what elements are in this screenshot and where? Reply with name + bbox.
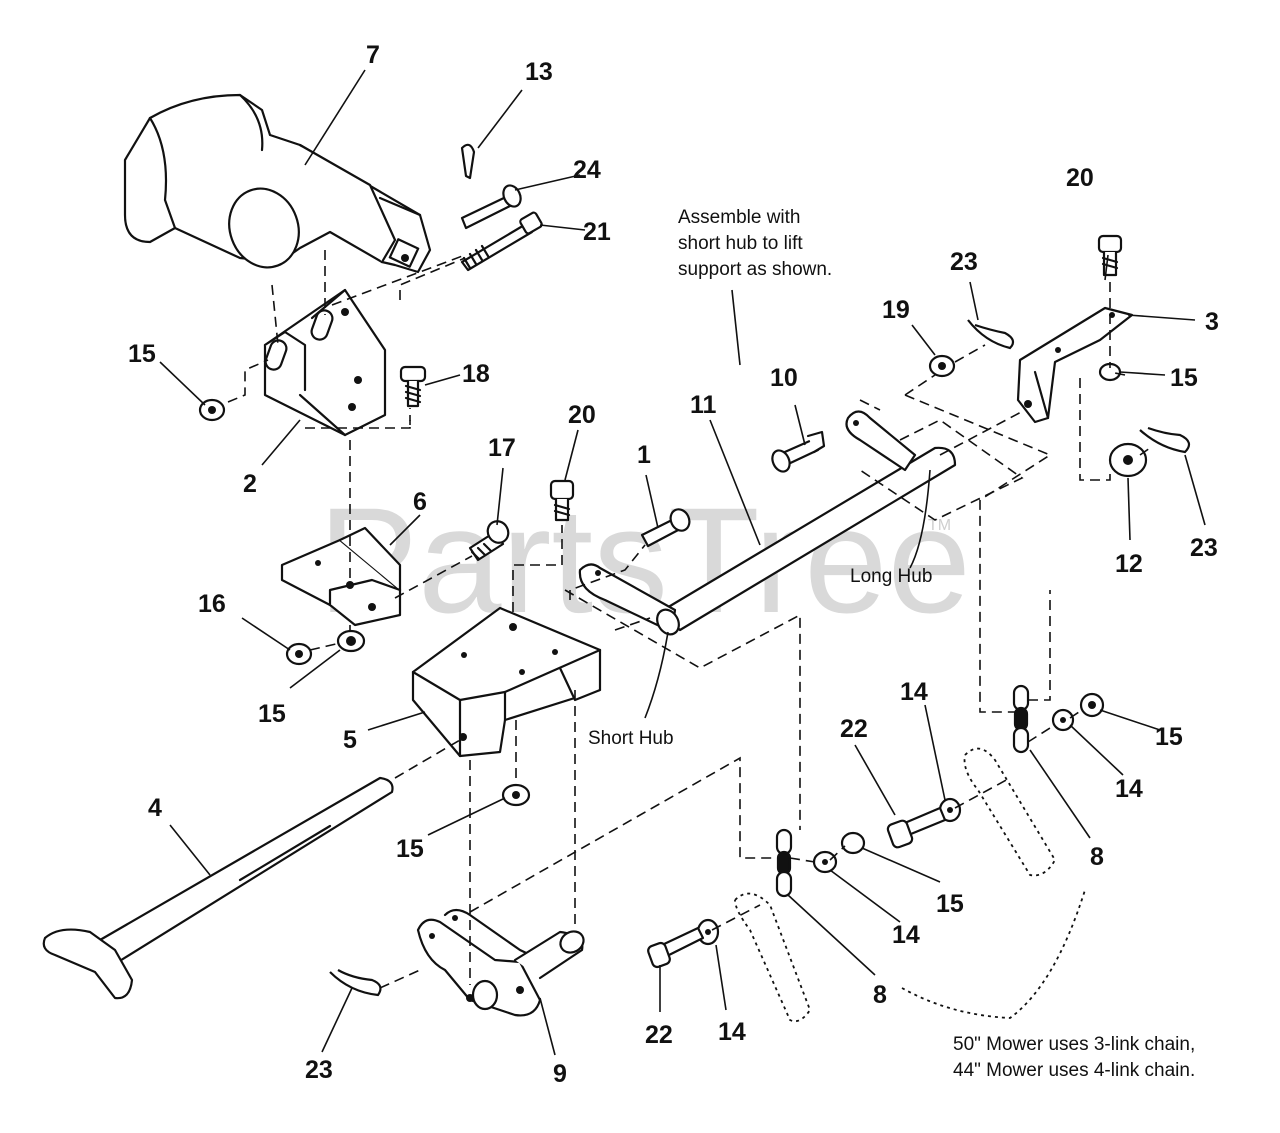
label-18: 18 — [462, 360, 490, 388]
label-13: 13 — [525, 58, 553, 86]
part-14-washer-center-chain — [812, 850, 838, 874]
label-12: 12 — [1115, 550, 1143, 578]
label-20-center: 20 — [568, 401, 596, 429]
label-15-below-bracket: 15 — [258, 700, 286, 728]
label-19: 19 — [882, 296, 910, 324]
part-20-bolt-center — [549, 479, 575, 522]
short-hub-label: Short Hub — [588, 728, 674, 749]
label-24: 24 — [573, 156, 601, 184]
long-hub-label: Long Hub — [850, 566, 932, 587]
part-24-clevis-pin — [460, 184, 522, 230]
label-14-lower-left: 14 — [718, 1018, 746, 1046]
mower-deck-arm-right-reference — [963, 747, 1057, 877]
label-23-bottom: 23 — [305, 1056, 333, 1084]
part-22-bolt-lower — [647, 926, 705, 969]
label-23-right: 23 — [1190, 534, 1218, 562]
label-14-right-bolt: 14 — [900, 678, 928, 706]
assembly-lines — [227, 250, 1151, 989]
part-15-nut-under-support — [501, 783, 531, 807]
part-15-nut-right-chain — [1079, 692, 1105, 718]
part-8-chain-center — [775, 828, 793, 898]
part-4-lift-lever — [42, 776, 394, 1000]
assembly-note: Assemble with short hub to lift support … — [678, 207, 832, 280]
part-23-hairpin-bottom — [329, 969, 382, 997]
part-19-washer — [928, 354, 956, 378]
label-15-upper-left: 15 — [128, 340, 156, 368]
part-23-hairpin-right — [1139, 426, 1191, 454]
part-10-bolt — [771, 430, 826, 473]
label-14-right-chain: 14 — [1115, 775, 1143, 803]
label-1: 1 — [637, 441, 651, 469]
part-9-pivot-bracket — [416, 908, 585, 1017]
part-6-bracket — [280, 526, 402, 627]
part-2-mounting-bracket — [263, 288, 387, 437]
label-22-lower: 22 — [645, 1021, 673, 1049]
label-8-center: 8 — [873, 981, 887, 1009]
assembly-note-line-3: support as shown. — [678, 259, 832, 280]
mower-deck-arm-center-reference — [734, 892, 812, 1023]
part-number-labels: 7 13 24 21 15 18 2 6 17 20 1 11 10 19 23… — [128, 41, 1219, 1088]
label-9: 9 — [553, 1060, 567, 1088]
part-14-washer-right-chain — [1051, 708, 1075, 732]
label-5: 5 — [343, 726, 357, 754]
label-23-top: 23 — [950, 248, 978, 276]
label-21: 21 — [583, 218, 611, 246]
part-15-nut-center-chain — [840, 831, 866, 855]
part-11-lift-shaft — [578, 410, 957, 636]
watermark-trademark: TM — [928, 517, 951, 534]
label-6: 6 — [413, 488, 427, 516]
part-22-bolt-right — [886, 806, 947, 849]
label-11: 11 — [690, 391, 717, 419]
mower-note-line-1: 50" Mower uses 3-link chain, — [953, 1034, 1195, 1055]
part-7-lift-actuator — [123, 93, 432, 274]
label-10: 10 — [770, 364, 798, 392]
part-21-bolt — [460, 211, 543, 272]
label-16: 16 — [198, 590, 226, 618]
part-20-bolt-right — [1097, 234, 1123, 277]
mower-chain-note: 50" Mower uses 3-link chain, 44" Mower u… — [953, 1034, 1195, 1081]
mower-note-line-2: 44" Mower uses 4-link chain. — [953, 1060, 1195, 1081]
part-18-bolt — [399, 365, 427, 408]
label-15-right-chain: 15 — [1155, 723, 1183, 751]
part-5-lift-support — [411, 606, 602, 758]
part-23-hairpin-top — [967, 319, 1015, 350]
label-3: 3 — [1205, 308, 1219, 336]
label-14-center-chain: 14 — [892, 921, 920, 949]
part-1-pin — [640, 508, 691, 548]
part-15-nut-below-bracket — [336, 629, 366, 653]
part-8-chain-right — [1012, 684, 1030, 754]
leader-lines — [159, 69, 1206, 1056]
label-20-right: 20 — [1066, 164, 1094, 192]
label-15-under-support: 15 — [396, 835, 424, 863]
part-17-bolt — [468, 520, 510, 562]
label-2: 2 — [243, 470, 257, 498]
label-15-right: 15 — [1170, 364, 1198, 392]
assembly-note-line-2: short hub to lift — [678, 233, 803, 254]
label-7: 7 — [366, 41, 380, 69]
label-4: 4 — [148, 794, 162, 822]
part-14-washer-right-bolt — [938, 797, 962, 823]
part-3-bracket — [1016, 306, 1134, 424]
part-16-nut — [285, 642, 313, 666]
label-22-right: 22 — [840, 715, 868, 743]
part-12-washer — [1108, 442, 1148, 478]
label-8-right: 8 — [1090, 843, 1104, 871]
assembly-note-line-1: Assemble with — [678, 207, 801, 228]
label-15-center-chain: 15 — [936, 890, 964, 918]
label-17: 17 — [488, 434, 516, 462]
part-13-cotter-pin — [460, 143, 476, 180]
part-15-nut-upper-left — [198, 398, 226, 422]
